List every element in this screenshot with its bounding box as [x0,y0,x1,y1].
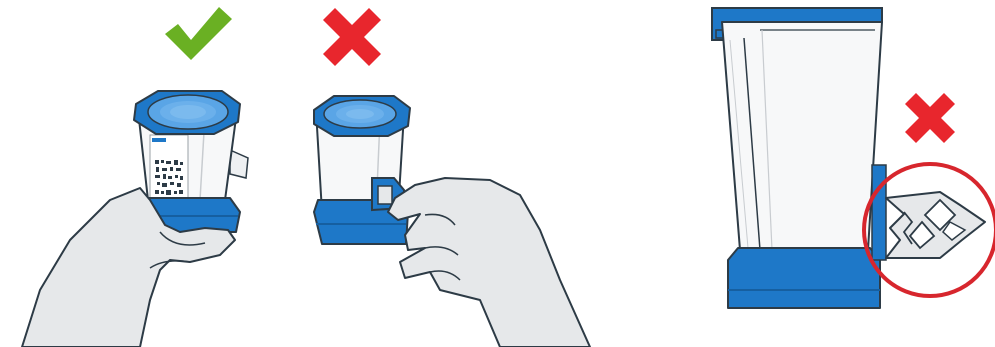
cross-icon [905,93,955,143]
gloved-hand-right [388,178,590,347]
container-base [728,248,880,308]
cross-icon [323,8,381,66]
panel-incorrect-hold [314,8,590,347]
broken-tab-callout [864,164,995,296]
container-side-tab [230,150,248,178]
checkmark-icon [165,7,232,60]
panel-incorrect-tab [712,8,995,308]
panel-correct-hold [22,7,248,347]
